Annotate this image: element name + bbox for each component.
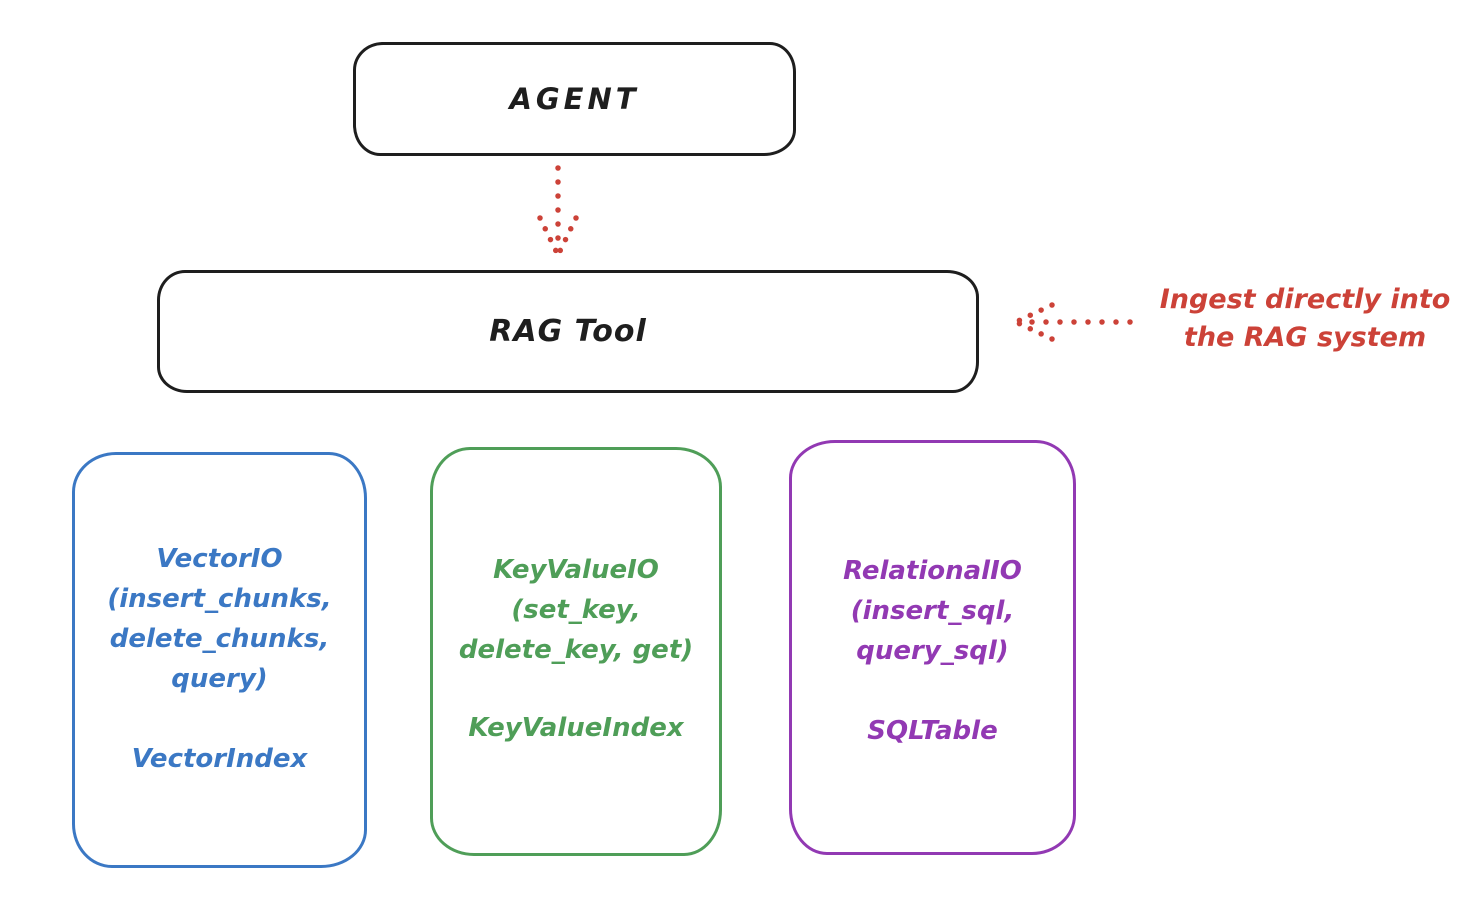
agent-node: AGENT [353, 42, 796, 156]
ingest-annotation-line-1: Ingest directly into [1159, 284, 1451, 315]
rag-tool-label: RAG Tool [489, 314, 647, 349]
rag-tool-node: RAG Tool [157, 270, 979, 393]
vector-io-lines: VectorIO (insert_chunks, delete_chunks, … [75, 539, 364, 699]
key-value-io-line-3: delete_key, get) [458, 635, 694, 665]
relational-io-node: RelationalIO (insert_sql, query_sql) SQL… [789, 440, 1076, 855]
key-value-io-node: KeyValueIO (set_key, delete_key, get) Ke… [430, 447, 722, 856]
relational-io-line-3: query_sql) [856, 636, 1009, 666]
relational-io-line-2: (insert_sql, [850, 596, 1015, 626]
vector-io-line-3: delete_chunks, [109, 624, 330, 654]
ingest-annotation-line-2: the RAG system [1183, 322, 1427, 353]
vector-io-line-1: VectorIO [156, 544, 283, 574]
relational-io-line-1: RelationalIO [843, 556, 1022, 586]
ingest-annotation: Ingest directly into the RAG system [1135, 281, 1475, 357]
vector-io-line-2: (insert_chunks, [107, 584, 332, 614]
relational-io-lines: RelationalIO (insert_sql, query_sql) [792, 551, 1073, 671]
vector-index-label: VectorIndex [131, 744, 308, 774]
dotted-down-arrow-icon [537, 165, 579, 256]
sql-table-label: SQLTable [867, 716, 998, 746]
agent-label: AGENT [509, 82, 640, 116]
key-value-io-line-1: KeyValueIO [493, 555, 659, 585]
dotted-left-arrow-icon [1015, 302, 1133, 342]
vector-io-line-4: query) [171, 664, 268, 694]
key-value-index-label: KeyValueIndex [468, 713, 684, 743]
key-value-io-lines: KeyValueIO (set_key, delete_key, get) [433, 550, 719, 670]
vector-io-node: VectorIO (insert_chunks, delete_chunks, … [72, 452, 367, 868]
key-value-io-line-2: (set_key, [511, 595, 641, 625]
